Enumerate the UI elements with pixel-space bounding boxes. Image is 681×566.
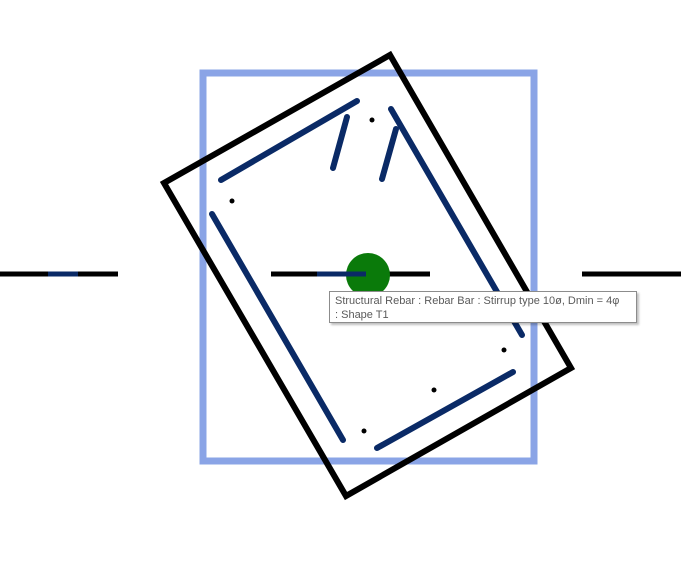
tooltip-line-2: : Shape T1 <box>335 309 389 321</box>
column-outline[interactable] <box>159 50 576 501</box>
element-tooltip: Structural Rebar : Rebar Bar : Stirrup t… <box>329 291 637 323</box>
longitudinal-bars <box>229 117 507 434</box>
selection-box[interactable] <box>199 69 538 465</box>
rebar-hook-1[interactable] <box>330 114 350 171</box>
tooltip-line-1: Structural Rebar : Rebar Bar : Stirrup t… <box>335 295 620 307</box>
bar-dot <box>229 198 235 204</box>
rebar-bottom-edge[interactable] <box>374 369 516 451</box>
bar-dot <box>431 387 437 393</box>
bar-dot <box>361 428 367 434</box>
rebar-hook-2[interactable] <box>379 126 399 182</box>
rebar-left-edge[interactable] <box>209 211 346 443</box>
bar-dot <box>369 117 375 123</box>
bar-dot <box>501 347 507 353</box>
hover-snap-marker[interactable] <box>346 253 390 297</box>
rebar-top-edge[interactable] <box>218 98 360 183</box>
